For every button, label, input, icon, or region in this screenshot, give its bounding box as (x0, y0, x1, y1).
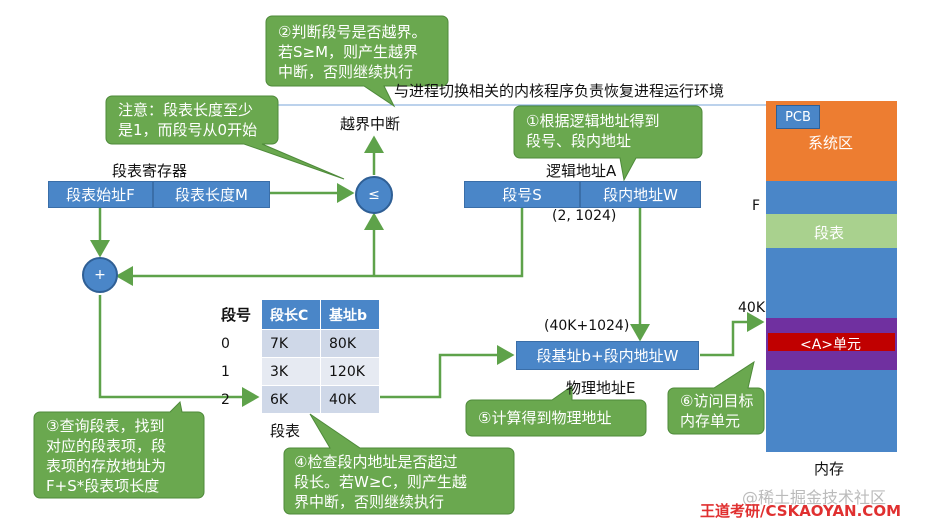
callout-step2: ②判断段号是否越界。 若S≥M，则产生越界 中断，否则继续执行 (278, 23, 427, 81)
brand-footer: 王道考研/CSKAOYAN.COM (700, 502, 901, 520)
table-row-seg: 1 (221, 363, 230, 380)
callout-step5: ⑤计算得到物理地址 (478, 409, 612, 427)
memory-unit-label: <A>单元 (800, 337, 862, 353)
logical-address-value: (2, 1024) (552, 208, 617, 224)
table-header-base: 基址b (321, 300, 379, 329)
top-title: 与进程切换相关的内核程序负责恢复进程运行环境 (394, 82, 725, 100)
table-row-base: 80K (321, 330, 379, 357)
memory-seg-table (766, 214, 897, 248)
table-row-seg: 0 (221, 335, 230, 352)
memory-region-lower (766, 370, 897, 452)
memory-region-upper (766, 181, 897, 318)
table-row-length: 7K (262, 330, 320, 357)
table-row-base: 40K (321, 386, 379, 413)
segment-number-field: 段号S (464, 181, 580, 208)
memory-f-label: F (752, 198, 761, 214)
offset-field: 段内地址W (580, 181, 701, 208)
seg-register-label: 段表寄存器 (112, 162, 188, 180)
table-row-length: 6K (262, 386, 320, 413)
callout-step4: ④检查段内地址是否超过 段长。若W≥C，则产生越 界中断，否则继续执行 (294, 453, 467, 511)
watermark: @稀土掘金技术社区 (742, 488, 887, 507)
callout-step1: ①根据逻辑地址得到 段号、段内地址 (526, 112, 660, 150)
memory-caption: 内存 (814, 460, 845, 478)
callout-step6: ⑥访问目标 内存单元 (680, 392, 754, 430)
pcb-block: PCB (776, 105, 820, 129)
table-row-seg: 2 (221, 391, 230, 408)
callout-note: 注意：段表长度至少 是1，而段号从0开始 (118, 101, 258, 139)
physical-address-value: (40K+1024) (544, 318, 630, 334)
table-row-base: 120K (321, 358, 379, 385)
callout-step3: ③查询段表，找到 对应的段表项，段 表项的存放地址为 F+S*段表项长度 (46, 417, 167, 495)
system-area-label: 系统区 (808, 134, 854, 152)
seg-table-length-field: 段表长度M (153, 181, 270, 208)
physical-address-label: 物理地址E (566, 379, 636, 397)
compare-node: ≤ (355, 176, 393, 214)
physical-address-box: 段基址b+段内地址W (516, 341, 699, 370)
table-header-seg: 段号 (221, 306, 252, 324)
interrupt-label: 越界中断 (340, 115, 401, 133)
add-node: + (82, 257, 118, 293)
memory-seg-table-label: 段表 (814, 224, 845, 242)
table-row-length: 3K (262, 358, 320, 385)
segment-table-caption: 段表 (270, 422, 301, 440)
memory-40k-label: 40K (738, 300, 765, 316)
logical-address-label: 逻辑地址A (546, 162, 617, 180)
memory-target-unit (768, 333, 895, 351)
seg-table-start-field: 段表始址F (48, 181, 153, 208)
table-header-length: 段长C (262, 300, 320, 329)
